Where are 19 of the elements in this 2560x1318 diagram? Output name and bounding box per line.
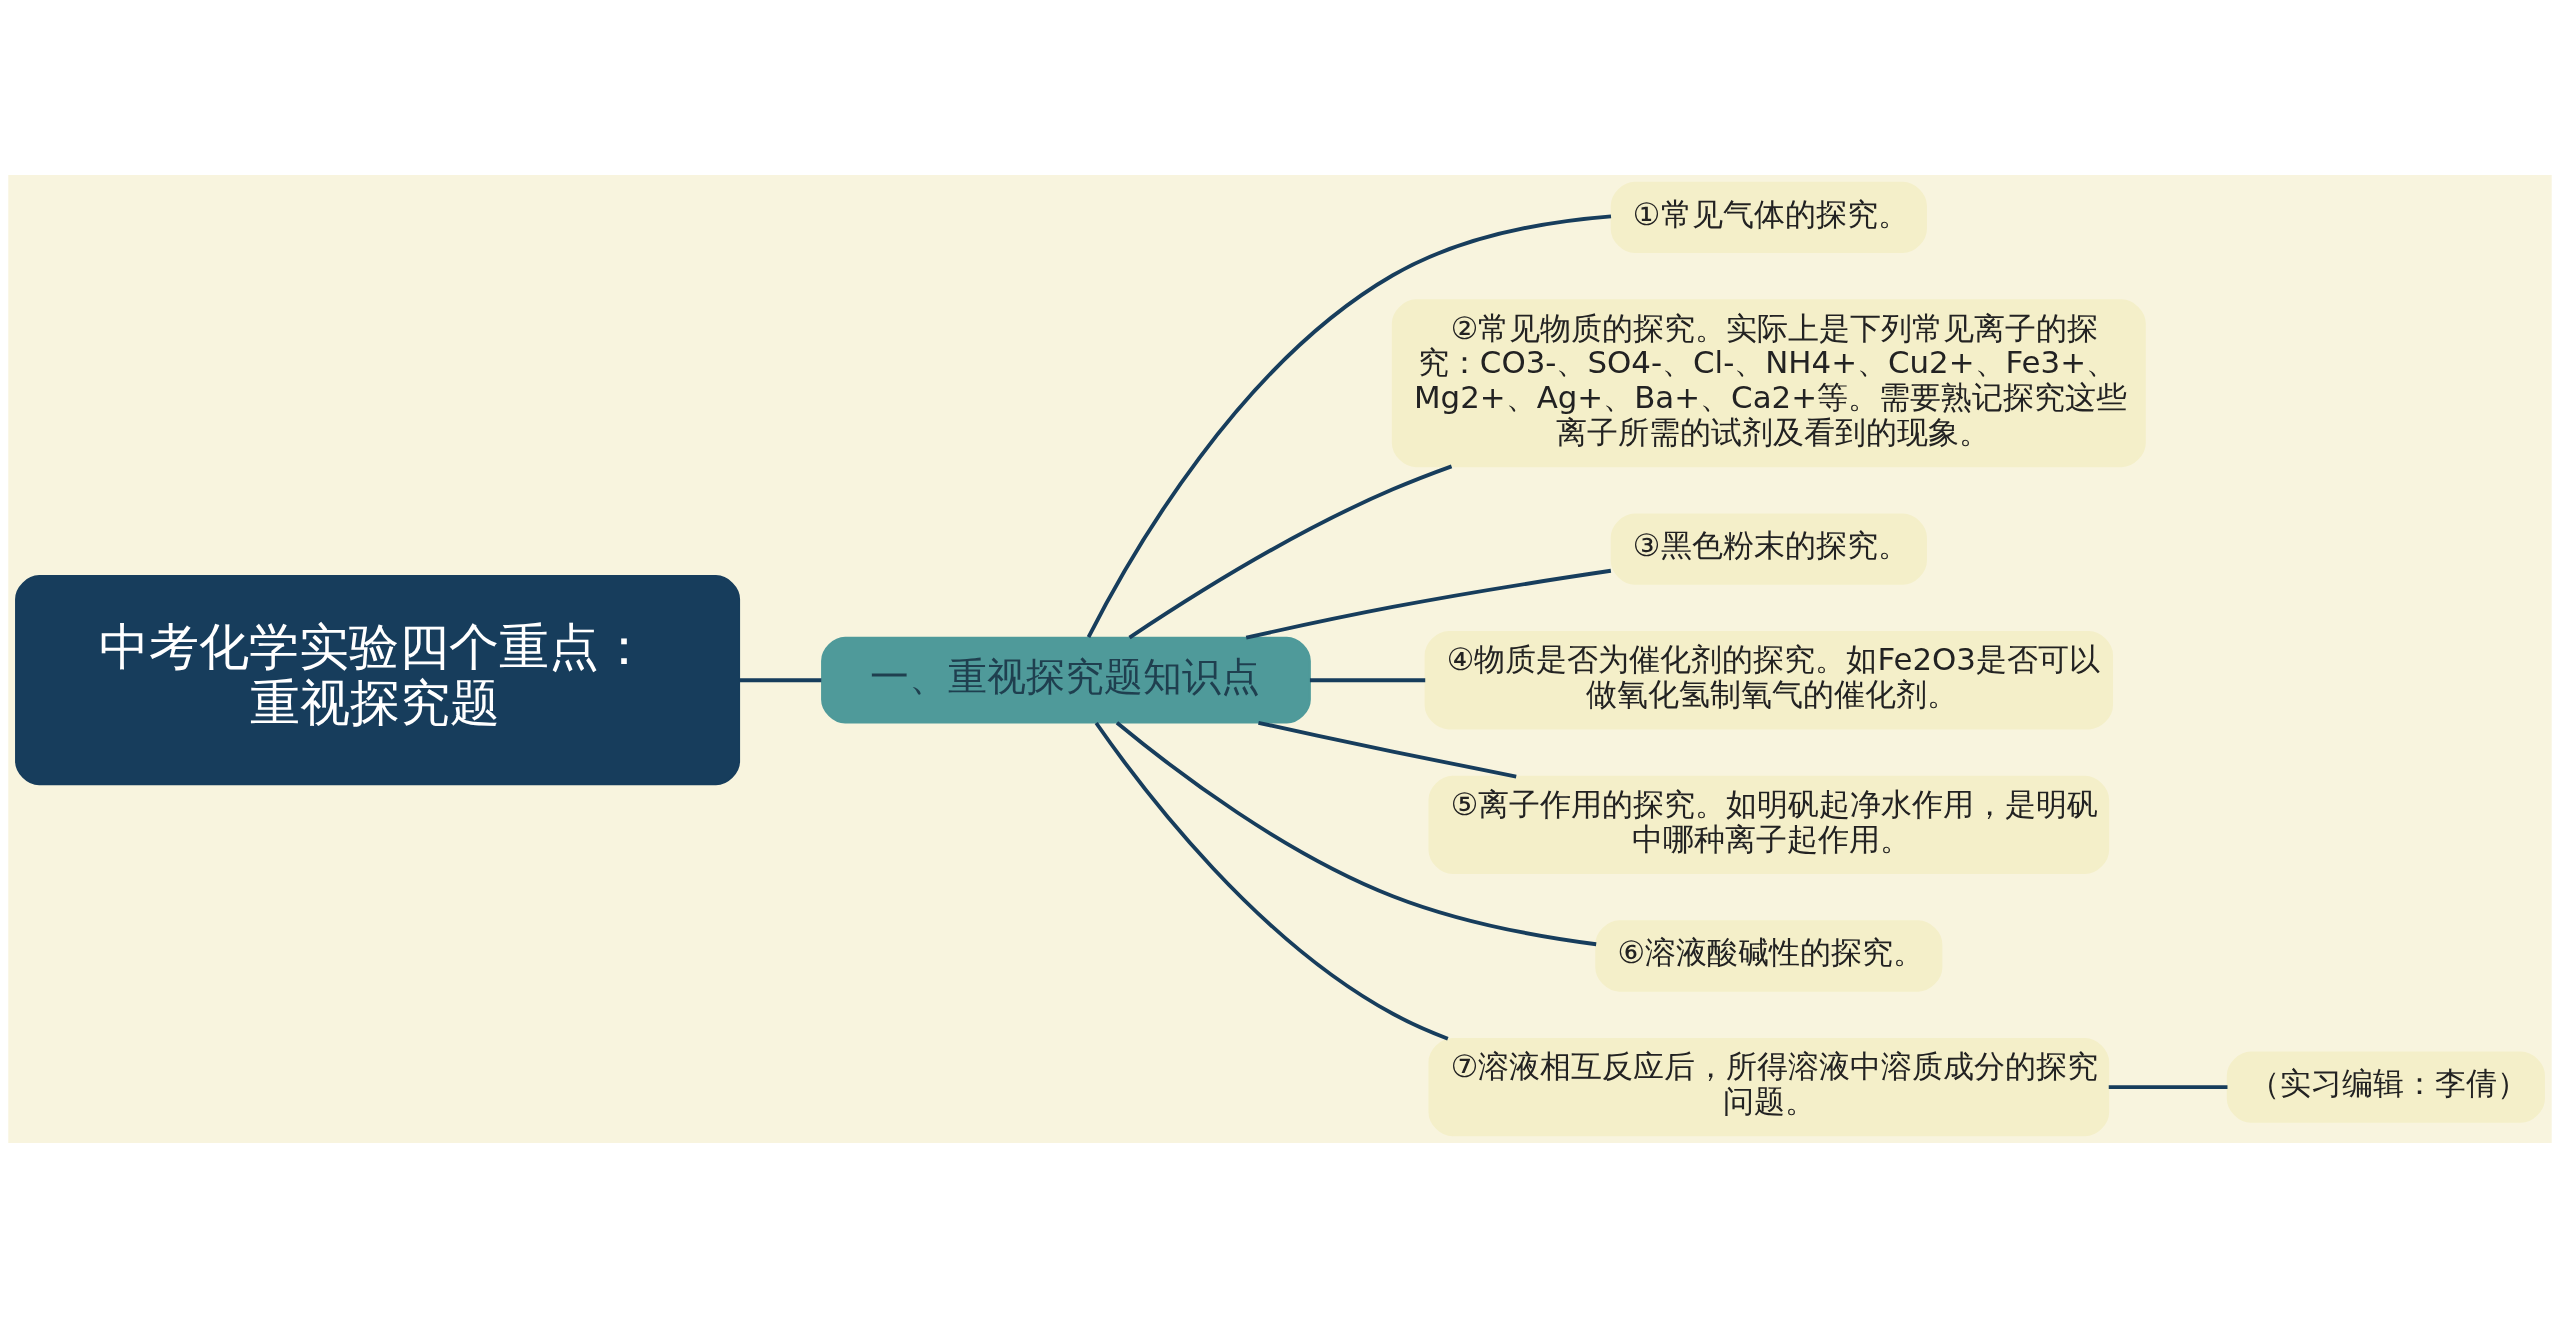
node-box: 一、重视探究题知识点 — [821, 636, 1311, 724]
connector — [739, 678, 822, 683]
connector — [1309, 678, 1426, 683]
node-box: ②常见物质的探究。实际上是下列常见离子的探究：CO3-、SO4-、Cl-、NH4+、Cu2+、Fe3+、Mg2+、Ag+、Ba+、Ca2+等。需要熟记探究这些离子所需的试剂及看到的现象。 — [1391, 299, 2146, 468]
connector — [1128, 464, 1453, 640]
node-box: ⑦溶液相互反应后，所得溶液中溶质成分的探究问题。 — [1428, 1037, 2110, 1137]
node-box: 中考化学实验四个重点：重视探究题 — [15, 575, 741, 786]
node-box: ③黑色粉末的探究。 — [1610, 513, 1927, 585]
connector — [1086, 214, 1612, 639]
connector — [1258, 720, 1517, 779]
node-box: ⑥溶液酸碱性的探究。 — [1595, 920, 1943, 992]
connector — [1245, 568, 1612, 640]
node-box: ④物质是否为催化剂的探究。如Fe2O3是否可以做氧化氢制氧气的催化剂。 — [1424, 631, 2114, 730]
node-box: ⑤离子作用的探究。如明矾起净水作用，是明矾中哪种离子起作用。 — [1428, 775, 2110, 874]
connector — [1115, 721, 1597, 947]
node-box: （实习编辑：李倩） — [2226, 1051, 2545, 1123]
connector — [1094, 721, 1449, 1041]
node-box: ①常见气体的探究。 — [1610, 181, 1927, 254]
connector — [2108, 1085, 2228, 1089]
